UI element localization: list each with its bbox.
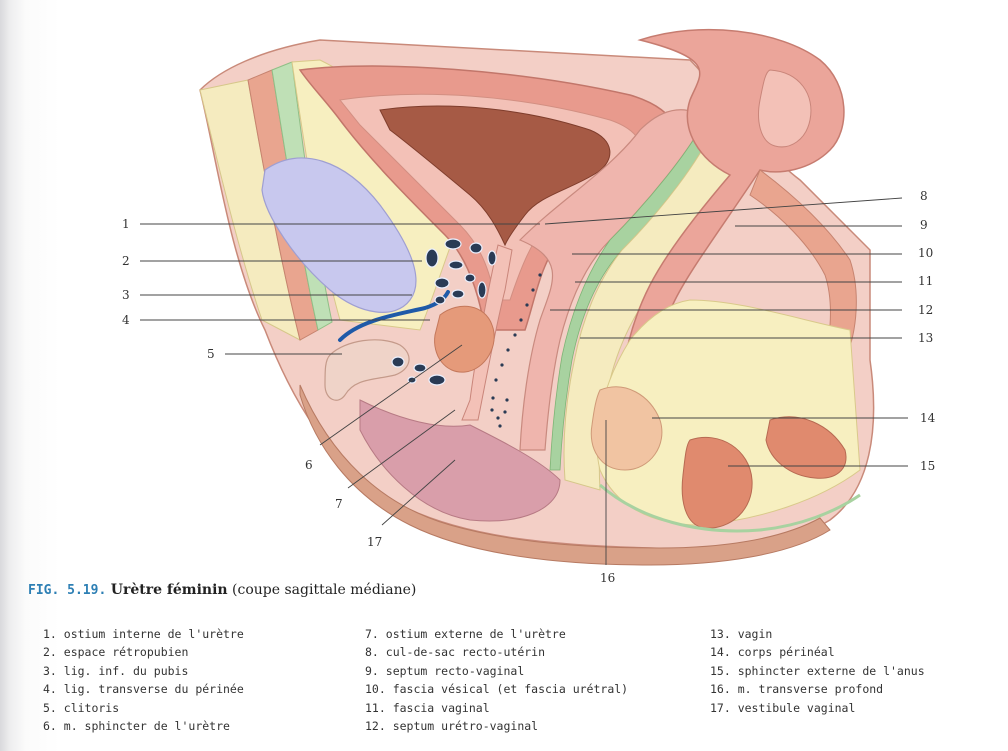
legend-item: 7. ostium externe de l'urètre [365, 625, 628, 643]
callout-11: 11 [918, 274, 933, 288]
vessel [435, 278, 449, 288]
legend: 1. ostium interne de l'urètre 2. espace … [0, 625, 1008, 751]
legend-item: 9. septum recto-vaginal [365, 662, 628, 680]
legend-item: 4. lig. transverse du périnée [43, 680, 244, 698]
callout-7: 7 [335, 497, 343, 511]
legend-item: 13. vagin [710, 625, 925, 643]
legend-item: 3. lig. inf. du pubis [43, 662, 244, 680]
callout-3: 3 [122, 288, 130, 302]
legend-item: 6. m. sphincter de l'urètre [43, 717, 244, 735]
figure-subtitle: (coupe sagittale médiane) [232, 582, 416, 598]
callout-12: 12 [918, 303, 933, 317]
callout-9: 9 [920, 218, 928, 232]
anatomy-illustration: 1 2 3 4 5 6 7 17 8 9 10 11 12 13 14 15 1… [0, 0, 1008, 600]
legend-item: 14. corps périnéal [710, 643, 925, 661]
legend-item: 5. clitoris [43, 699, 244, 717]
legend-item: 2. espace rétropubien [43, 643, 244, 661]
vessel [429, 375, 445, 385]
legend-item: 1. ostium interne de l'urètre [43, 625, 244, 643]
callout-14: 14 [920, 411, 936, 425]
callout-1: 1 [122, 217, 130, 231]
vessel [449, 261, 463, 269]
callout-10: 10 [918, 246, 933, 260]
vessel [452, 290, 464, 298]
vessel [392, 357, 404, 367]
legend-item: 11. fascia vaginal [365, 699, 628, 717]
legend-column-1: 1. ostium interne de l'urètre 2. espace … [43, 625, 244, 735]
legend-column-3: 13. vagin 14. corps périnéal 15. sphinct… [710, 625, 925, 717]
vessel [478, 282, 486, 298]
vessel [488, 251, 496, 265]
callout-5: 5 [207, 347, 215, 361]
legend-item: 12. septum urétro-vaginal [365, 717, 628, 735]
figure-caption: FIG. 5.19. Urètre féminin (coupe sagitta… [28, 582, 416, 598]
legend-column-2: 7. ostium externe de l'urètre 8. cul-de-… [365, 625, 628, 735]
callout-8: 8 [920, 189, 928, 203]
callout-2: 2 [122, 254, 130, 268]
callout-15: 15 [920, 459, 935, 473]
legend-item: 8. cul-de-sac recto-utérin [365, 643, 628, 661]
vessel [465, 274, 475, 282]
legend-item: 16. m. transverse profond [710, 680, 925, 698]
vessel [414, 364, 426, 372]
legend-item: 17. vestibule vaginal [710, 699, 925, 717]
legend-item: 15. sphincter externe de l'anus [710, 662, 925, 680]
vessel [435, 296, 445, 304]
callout-4: 4 [122, 313, 130, 327]
callout-6: 6 [305, 458, 313, 472]
callout-16: 16 [600, 571, 615, 585]
vessel [470, 243, 482, 253]
vessel [445, 239, 461, 249]
vessel [426, 249, 438, 267]
figure-number: FIG. 5.19. [28, 583, 106, 598]
callout-17: 17 [367, 535, 382, 549]
callout-13: 13 [918, 331, 933, 345]
legend-item: 10. fascia vésical (et fascia urétral) [365, 680, 628, 698]
figure-title: Urètre féminin [111, 582, 228, 598]
